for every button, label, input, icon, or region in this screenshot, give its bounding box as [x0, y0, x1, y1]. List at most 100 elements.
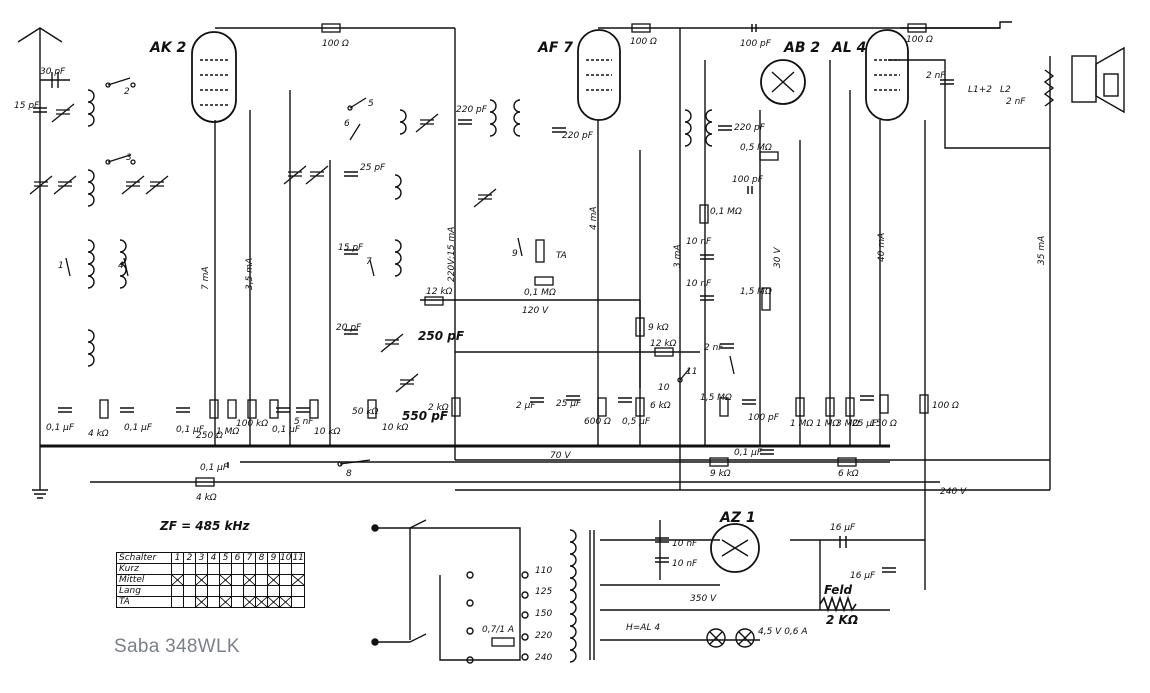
r-0-5m: 0,5 MΩ: [740, 143, 772, 153]
switch-table-cell: [183, 563, 196, 575]
c-550pf: 550 pF: [402, 409, 449, 423]
switch-table-cell-closed: [219, 596, 232, 608]
switch-table-cell-closed: [243, 596, 256, 608]
tube-az1: [710, 523, 760, 573]
tube-label-ak2: AK 2: [149, 40, 186, 56]
resistors: [99, 23, 929, 647]
c-0-1uf-f: 0,1 µF: [734, 448, 763, 458]
r-6k-b: 6 kΩ: [838, 469, 859, 479]
switch-num-4: 4: [118, 261, 124, 271]
current-ak2-screen: 3,5 mA: [245, 258, 255, 290]
switch-table-cell-closed: [171, 574, 184, 586]
c-0-1uf-e: 0,1 µF: [200, 463, 229, 473]
switch-table-row-label: Lang: [116, 585, 172, 597]
c-0-1uf-c: 0,1 µF: [176, 425, 205, 435]
pot-1-5m-a: 1,5 MΩ: [740, 287, 772, 297]
switch-table-cell: [171, 585, 184, 597]
switch-table-cell: [171, 563, 184, 575]
switch-table-cell: [231, 563, 244, 575]
r-12k-b: 12 kΩ: [650, 339, 677, 349]
mains-taps: [371, 524, 529, 664]
r-9k-a: 9 kΩ: [648, 323, 669, 333]
switch-table-cell: [231, 596, 244, 608]
r-100k: 100 kΩ: [236, 419, 268, 429]
switch-table-cell: [207, 596, 220, 608]
r-4k-a: 4 kΩ: [88, 429, 109, 439]
r-9k-b: 9 kΩ: [710, 469, 731, 479]
c-5nf: 5 nF: [294, 417, 314, 427]
r-2k: 2 kΩ: [428, 403, 449, 413]
tube-ak2: [191, 31, 237, 123]
capacitors: [33, 24, 954, 573]
tube-label-af7: AF 7: [537, 40, 573, 56]
c-100pf-top: 100 pF: [740, 39, 772, 49]
switch-table-cell: [291, 596, 305, 608]
switch-table-row: Lang: [116, 585, 305, 597]
switch-table-cell: [195, 563, 208, 575]
switch-table-cell-closed: [278, 596, 293, 608]
c-100pf-b: 100 pF: [748, 413, 780, 423]
c-2nf: 2 nF: [704, 343, 724, 353]
tuning-capacitors: [29, 103, 497, 393]
switch-table-cell: [231, 574, 244, 586]
tap-220: 220: [535, 631, 552, 641]
current-ak2-anode: 7 mA: [201, 266, 211, 290]
r-100-a: 100 Ω: [322, 39, 349, 49]
switch-num-9: 9: [512, 249, 518, 259]
tap-125: 125: [535, 587, 552, 597]
rail-220v: 220V;15 mA: [447, 227, 457, 282]
switch-table-cell: [255, 585, 268, 597]
r-50k: 50 kΩ: [352, 407, 379, 417]
switch-table-header-label: Schalter: [116, 552, 172, 564]
tube-af7: [577, 29, 621, 121]
c-10nf-d: 10 nF: [672, 559, 698, 569]
c-10nf-a: 10 nF: [686, 237, 712, 247]
r-1m-c: 1 MΩ: [216, 427, 239, 437]
rail-350v: 350 V: [690, 594, 717, 604]
r-0-1m-a: 0,1 MΩ: [710, 207, 742, 217]
switch-num-6: 6: [344, 119, 350, 129]
r-100-b: 100 Ω: [630, 37, 657, 47]
c-0-5uf: 0,5 µF: [622, 417, 651, 427]
c-2nf-speaker: 2 nF: [1006, 97, 1026, 107]
switch-table-cell: [219, 563, 232, 575]
switch-table-cell: [278, 585, 293, 597]
c-220pf-b: 220 pF: [562, 131, 594, 141]
current-af7: 4 mA: [589, 206, 599, 230]
switch-table-cell: [219, 585, 232, 597]
tube-label-az1: AZ 1: [719, 510, 756, 526]
if-frequency-note: ZF = 485 kHz: [159, 519, 251, 533]
c-16uf-b: 16 µF: [850, 571, 876, 581]
switch-table-cell-closed: [267, 596, 280, 608]
tap-240: 240: [535, 653, 552, 663]
switch-table-row-label: Mittel: [116, 574, 172, 586]
r-10k-b: 10 kΩ: [382, 423, 409, 433]
c-220pf-c: 220 pF: [734, 123, 766, 133]
schematic-caption: Saba 348WLK: [114, 636, 240, 657]
switch-table-cell: [207, 574, 220, 586]
c-220pf-a: 220 pF: [456, 105, 488, 115]
tube-label-al4: AL 4: [831, 40, 866, 56]
rail-120v: 120 V: [522, 306, 549, 316]
switch-table-row: Kurz: [116, 563, 305, 575]
switch-table-col: 9: [267, 552, 280, 564]
switch-table-cell: [171, 596, 184, 608]
switch-table-col: 11: [291, 552, 305, 564]
r-1m-b: 1 MΩ: [816, 419, 839, 429]
r-150: 150 Ω: [870, 419, 897, 429]
tap-110: 110: [535, 566, 552, 576]
r-100-al4: 100 Ω: [906, 35, 933, 45]
switch-table-cell: [207, 585, 220, 597]
pilot-lamp-rating: 4,5 V 0,6 A: [758, 627, 808, 637]
c-10nf-b: 10 nF: [686, 279, 712, 289]
switch-table-cell-closed: [243, 574, 256, 586]
c-2nf-al4: 2 nF: [926, 71, 946, 81]
coil-l12: L1+2: [968, 85, 992, 95]
tap-150: 150: [535, 609, 552, 619]
switch-table-col: 4: [207, 552, 220, 564]
r-0-1m-b: 0,1 MΩ: [524, 288, 556, 298]
voltage-ab2-bias: 30 V: [773, 247, 783, 268]
r-600: 600 Ω: [584, 417, 611, 427]
switch-num-1: 1: [58, 261, 64, 271]
